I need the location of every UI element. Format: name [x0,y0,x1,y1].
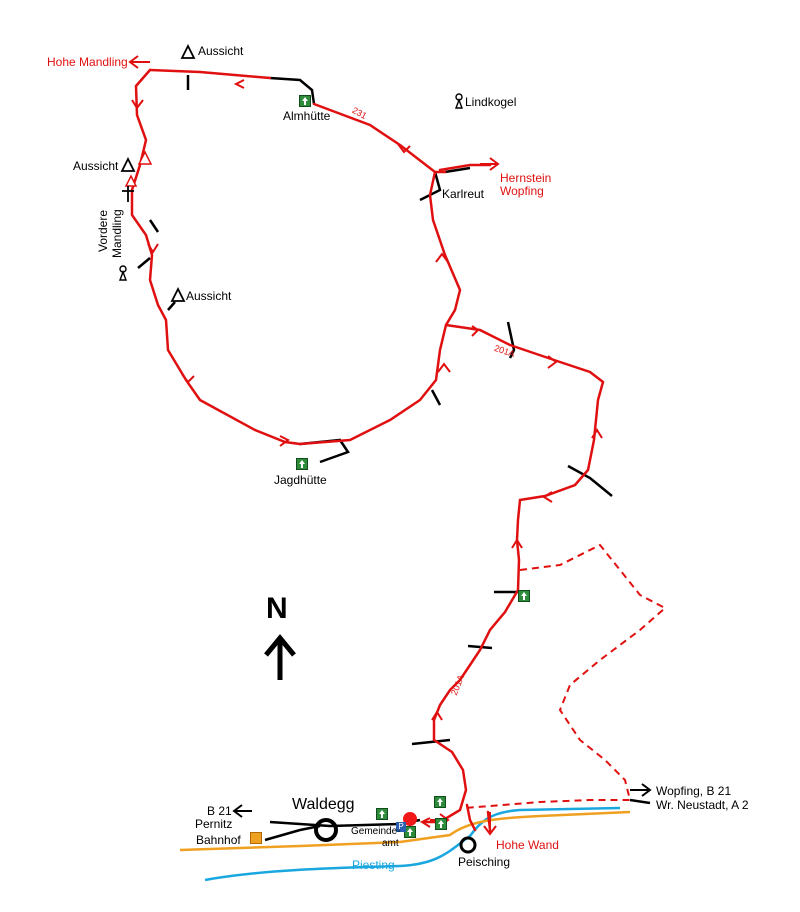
label-piesting: Piesting [352,858,395,872]
label-hohe-wand: Hohe Wand [496,838,559,852]
town-circle-icon [459,836,477,854]
label-mandling: Mandling [110,209,124,258]
railway-line [179,810,631,852]
label-amt: amt [382,838,399,849]
label-wopfing-b21: Wopfing, B 21 [656,784,732,798]
hut-icon [296,458,308,470]
label-aussicht-mid: Aussicht [186,289,232,303]
train-station-icon [250,832,262,844]
label-gemeinde: Gemeinde- [351,826,401,837]
north-arrow-icon [264,634,296,680]
label-peisching: Peisching [458,855,511,869]
warning-icon [124,150,153,187]
label-aussicht-left: Aussicht [73,159,119,173]
start-point-icon [403,812,417,826]
label-wr-neustadt: Wr. Neustadt, A 2 [656,798,749,812]
label-almhuette: Almhütte [283,109,331,123]
cross-icon [122,186,134,202]
label-b21: B 21 [207,804,232,818]
hut-icon [434,796,446,808]
label-wopfing: Wopfing [500,184,544,198]
label-karlreut: Karlreut [442,187,485,201]
outbound-arrows [128,55,652,836]
hut-icon [376,808,388,820]
label-aussicht-top: Aussicht [198,44,244,58]
label-hohe-mandling: Hohe Mandling [47,55,128,69]
north-label: N [266,592,288,625]
trail-routes [130,68,605,832]
hut-icon [299,95,311,107]
hut-icon [435,818,447,830]
label-lindkogel: Lindkogel [465,95,517,109]
label-bahnhof: Bahnhof [196,833,241,847]
label-jagdhuette: Jagdhütte [274,473,327,487]
label-pernitz: Pernitz [195,817,233,831]
town-circle-icon [314,818,338,842]
summit-triangle-icon [120,43,196,302]
hut-icon [518,590,530,602]
parking-icon: P [396,822,406,832]
label-vordere: Vordere [96,209,110,252]
dashed-route [464,543,667,809]
label-waldegg: Waldegg [292,796,355,813]
tower-icon [118,93,464,281]
direction-arrows [131,79,603,828]
roads [137,75,651,842]
label-hernstein: Hernstein [500,171,552,185]
hut-icon [404,826,416,838]
